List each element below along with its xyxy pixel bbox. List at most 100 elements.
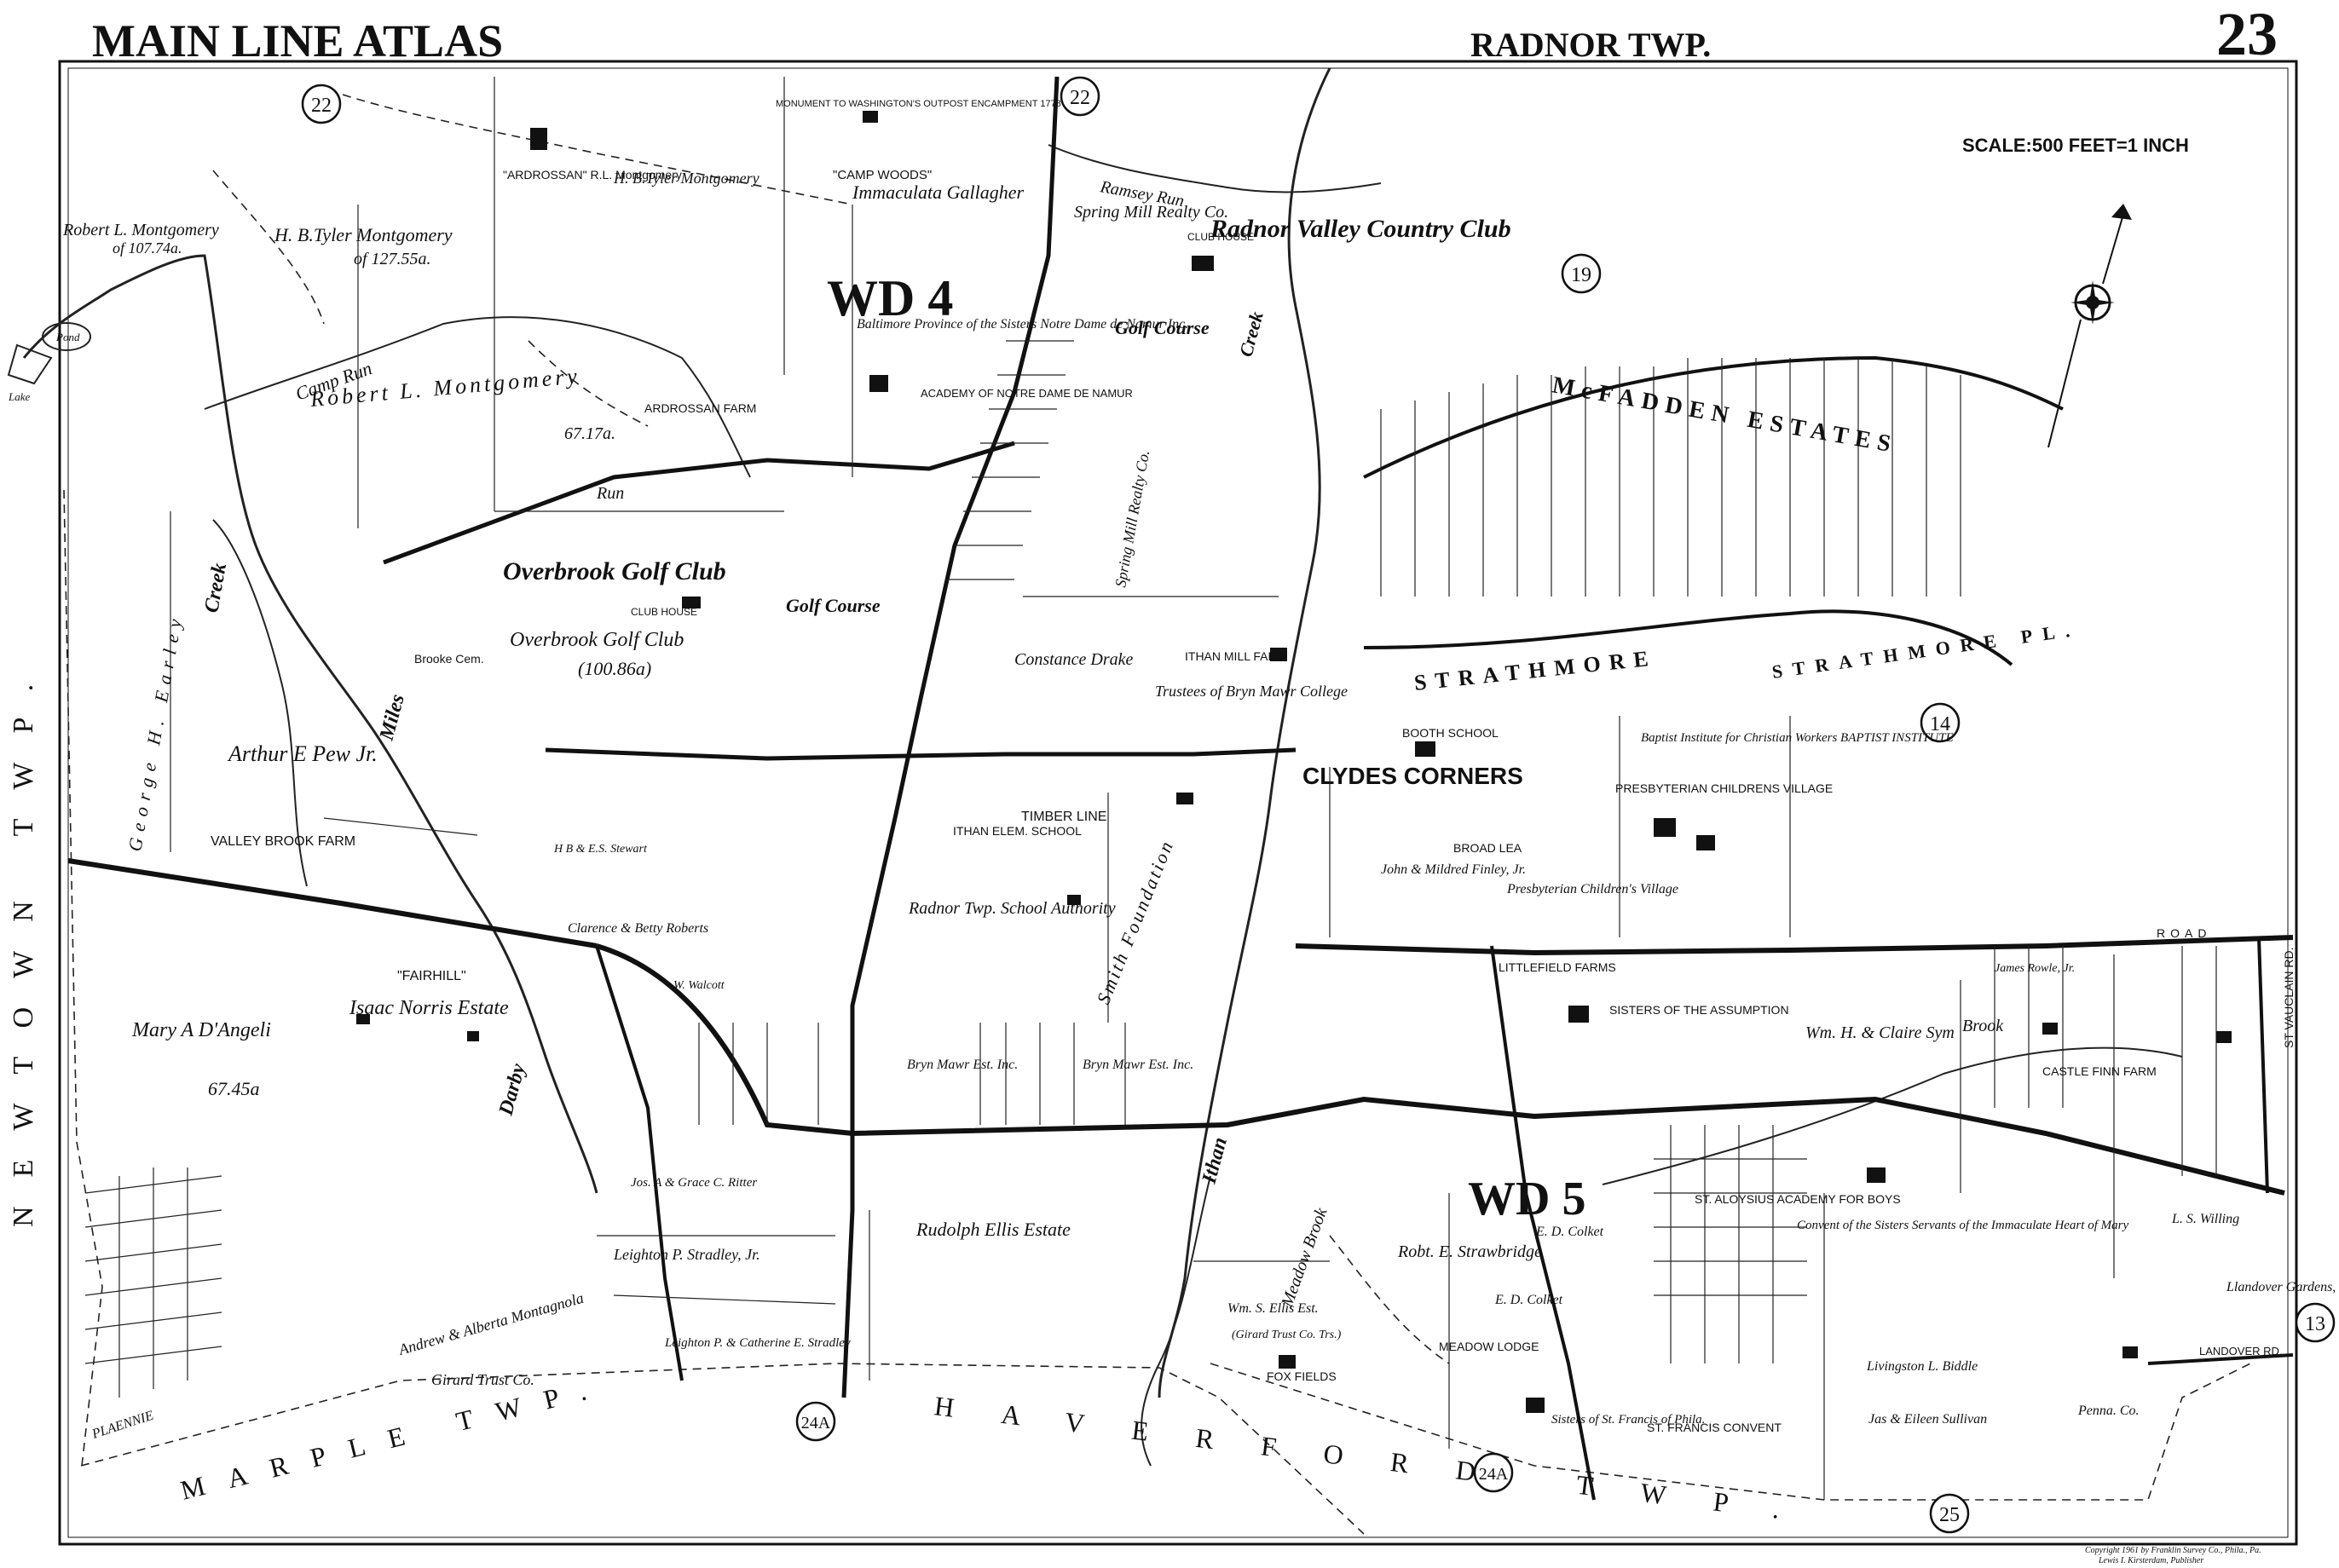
mcfadden-road — [1363, 355, 2064, 479]
hb-stewart-label: H B & E.S. Stewart — [553, 843, 648, 856]
vauclain-road — [2257, 937, 2269, 1194]
residential-lots-southeast — [1654, 1125, 1807, 1363]
smith-foundation-label: Smith Foundation — [1092, 836, 1177, 1007]
fox-fields-label: FOX FIELDS — [1267, 1369, 1337, 1383]
plate-marker — [1929, 1493, 1970, 1534]
spring-mill-realty-2-label: Spring Mill Realty Co. — [1112, 449, 1152, 589]
building — [1279, 1355, 1296, 1369]
plate-marker-label: 25 — [1939, 1504, 1960, 1526]
pond-label: Pond — [55, 331, 80, 343]
tyler-montgomery-2-label: H. B.Tyler Montgomery — [613, 170, 759, 187]
plate-marker-label: 24A — [1479, 1465, 1509, 1484]
golf-course-label: Golf Course — [1115, 317, 1210, 338]
academy-notre-dame-label: ACADEMY OF NOTRE DAME DE NAMUR — [921, 387, 1133, 400]
arthur-pew-label: Arthur E Pew Jr. — [227, 741, 378, 766]
immaculata-label: Immaculata Gallagher — [852, 182, 1024, 203]
adjacent-plates: 22 22 19 14 13 24A 24A 25 — [301, 76, 2336, 1534]
plate-marker-label: 19 — [1571, 264, 1591, 286]
girard-trust-trs-label: (Girard Trust Co. Trs.) — [1232, 1329, 1342, 1341]
ithan-creek-label: Creek — [1235, 309, 1268, 359]
streams-layer — [7, 67, 2183, 1467]
landover-road-label: LANDOVER RD. — [2199, 1345, 2283, 1358]
building — [530, 128, 547, 150]
ward-4-label: WD 4 — [827, 270, 953, 326]
overbrook-golf-club-label: Overbrook Golf Club — [503, 557, 726, 585]
ithan-mill-farm-label: ITHAN MILL FARM — [1185, 649, 1286, 663]
roads-layer — [67, 76, 2294, 1501]
camp-run-north-stream — [204, 316, 751, 478]
st-aloysius-label: ST. ALOYSIUS ACADEMY FOR BOYS — [1695, 1192, 1901, 1206]
baltimore-province-label: Baltimore Province of the Sisters Notre … — [857, 317, 1188, 331]
residential-lots-southwest — [84, 1167, 222, 1398]
girard-trust-label: Girard Trust Co. — [431, 1371, 534, 1388]
building — [1654, 818, 1676, 837]
st-francis-convent-label: ST. FRANCIS CONVENT — [1647, 1421, 1782, 1434]
robert-montgomery-nw-acres: of 107.74a. — [113, 239, 182, 257]
building — [1176, 793, 1193, 804]
residential-lots-spring-mill — [946, 340, 1074, 580]
building — [869, 375, 888, 392]
overbrook-golf-club-label: Overbrook Golf Club — [510, 629, 684, 651]
main-road-south-center — [67, 860, 598, 947]
broad-lea-label: BROAD LEA — [1453, 841, 1522, 855]
north-arrow-head — [2111, 204, 2132, 220]
ritter-label: Jos. A & Grace C. Ritter — [631, 1176, 757, 1190]
darby-creek-label: Creek — [200, 562, 231, 614]
overbrook-acres-label: (100.86a) — [578, 658, 651, 679]
map-inner-border — [67, 67, 2289, 1538]
leighton-catherine-stradley-label: Leighton P. & Catherine E. Stradley — [664, 1336, 851, 1350]
brook-label: Brook — [1962, 1017, 2004, 1035]
country-club-label: Radnor Valley Country Club — [1210, 215, 1511, 243]
plate-marker-label: 13 — [2305, 1313, 2325, 1335]
plaennie-label: PLAENNIE — [90, 1408, 155, 1442]
bryn-mawr-est-2-label: Bryn Mawr Est. Inc. — [1083, 1058, 1193, 1072]
ward-5-label: WD 5 — [1468, 1173, 1585, 1225]
isaac-norris-label: Isaac Norris Estate — [349, 997, 509, 1019]
golf-course-label: Golf Course — [786, 595, 881, 616]
pond-shape — [42, 322, 91, 351]
building — [2122, 1346, 2138, 1358]
southeast-road — [1490, 945, 1596, 1501]
farm-lane-ardrossan — [528, 340, 649, 427]
building — [2042, 1023, 2058, 1035]
leighton-stradley-label: Leighton P. Stradley, Jr. — [613, 1246, 760, 1263]
farm-lane-north — [315, 84, 853, 205]
west-south-road — [595, 945, 684, 1381]
brooke-cem-label: Brooke Cem. — [414, 652, 484, 666]
plate-marker — [795, 1401, 836, 1442]
fairhill-label: "FAIRHILL" — [397, 969, 466, 983]
monument-label: MONUMENT TO WASHINGTON'S OUTPOST ENCAMPM… — [776, 99, 1061, 109]
rudolph-ellis-label: Rudolph Ellis Estate — [915, 1219, 1071, 1240]
buildings-layer — [356, 111, 2232, 1413]
willing-label: L. S. Willing — [2171, 1212, 2239, 1226]
plate-number: 23 — [2216, 0, 2278, 68]
building — [356, 1014, 370, 1024]
building — [1696, 835, 1715, 850]
spring-mill-realty-label: Spring Mill Realty Co. — [1074, 203, 1228, 222]
convent-sisters-servants-label: Convent of the Sisters Servants of the I… — [1797, 1219, 2128, 1232]
finley-label: John & Mildred Finley, Jr. — [1381, 862, 1526, 877]
castle-finn-farm-label: CASTLE FINN FARM — [2042, 1064, 2157, 1078]
road-labels: STRATHMORE PL. ST VAUCLAIN RD. LANDOVER … — [1770, 618, 2296, 1358]
place-labels: Radnor Valley Country Club Golf Course O… — [62, 99, 2339, 1442]
camp-woods-label: "CAMP WOODS" — [833, 168, 932, 182]
spring-mill-road — [841, 76, 1060, 1398]
montgomery-road — [383, 441, 1015, 565]
building — [1867, 1167, 1886, 1183]
residential-lots-bryn-mawr — [698, 1023, 1075, 1125]
plate-marker-label: 22 — [1070, 87, 1090, 109]
llandover-gardens-label: Llandover Gardens, Inc. — [2226, 1280, 2339, 1294]
mary-dangeli-label: Mary A D'Angeli — [131, 1019, 271, 1041]
building — [1415, 741, 1435, 757]
farm-lane-meadow — [1329, 1235, 1450, 1364]
plate-marker — [1920, 702, 1961, 743]
miles-label: Miles — [375, 692, 409, 744]
colket-2-label: E. D. Colket — [1494, 1293, 1563, 1307]
meadow-brook-stream — [1141, 1175, 1211, 1467]
george-earley-label: George H. Earley — [124, 611, 187, 853]
marple-twp-label: MARPLE TWP. — [177, 1369, 613, 1506]
tyler-montgomery-label: H. B.Tyler Montgomery — [274, 224, 453, 245]
tyler-montgomery-acres: of 127.55a. — [354, 250, 431, 268]
montagnola-label: Andrew & Alberta Montagnola — [396, 1289, 586, 1358]
plate-marker — [2295, 1302, 2336, 1343]
